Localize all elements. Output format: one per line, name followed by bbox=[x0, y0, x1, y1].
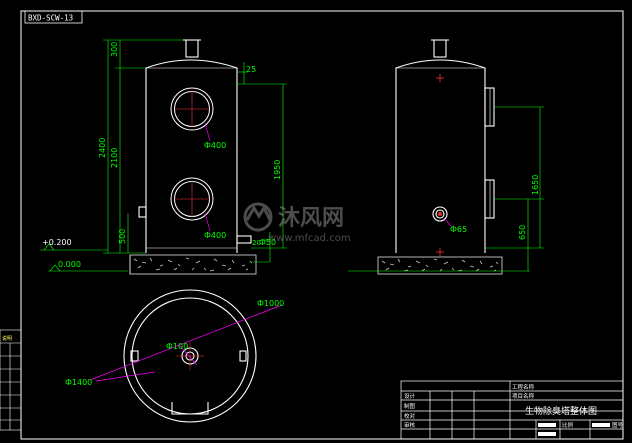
plan-center-lines bbox=[176, 342, 204, 370]
side-dimension-lines bbox=[348, 106, 544, 272]
elevation-ground: 0.000 bbox=[58, 260, 81, 269]
title-block bbox=[400, 380, 624, 440]
plan-leaders bbox=[89, 304, 283, 382]
dim-drain: Ф65 bbox=[450, 225, 467, 234]
dim-bottom-gap: 20 bbox=[252, 239, 261, 247]
dim-plan-outer: Ф1400 bbox=[65, 378, 92, 387]
title-block-label-check: 校对 bbox=[404, 412, 416, 420]
dim-lower-span: 650 bbox=[518, 225, 527, 240]
side-view: 1650 650 Ф65 bbox=[348, 39, 544, 275]
title-block-label-project: 工程名称 bbox=[512, 383, 535, 391]
elevation-marks bbox=[40, 243, 128, 272]
drawing-title: 生物除臭塔整体图 bbox=[525, 405, 597, 417]
watermark-url: www.mfcad.com bbox=[268, 233, 351, 244]
dim-port-upper: Ф400 bbox=[204, 141, 226, 150]
dim-bottom-pipe: Ф50 bbox=[259, 238, 276, 247]
dim-plan-inner: Ф1000 bbox=[257, 299, 284, 308]
side-center-marks bbox=[436, 74, 444, 256]
dim-lower: 500 bbox=[118, 229, 127, 244]
dim-shell-height: 2100 bbox=[110, 148, 119, 168]
watermark-title: 沐风网 bbox=[278, 206, 344, 231]
front-foundation bbox=[129, 254, 257, 275]
front-vessel-outline bbox=[138, 39, 252, 253]
drawing-frame bbox=[20, 10, 624, 440]
title-block-label-design: 设计 bbox=[404, 392, 416, 400]
left-strip bbox=[0, 329, 22, 431]
dim-top-nozzle: 300 bbox=[110, 42, 119, 57]
side-vessel-outline bbox=[395, 39, 495, 253]
elevation-top: +0.200 bbox=[42, 238, 72, 247]
side-foundation bbox=[377, 256, 503, 275]
dim-port-spacing: 1950 bbox=[273, 160, 282, 180]
front-leaders bbox=[204, 122, 211, 232]
title-block-label-review: 审核 bbox=[404, 421, 416, 429]
title-block-label-scale: 比例 bbox=[562, 421, 574, 429]
dim-port-lower: Ф400 bbox=[204, 231, 226, 240]
drawing-code: BXD-SCW-13 bbox=[28, 14, 73, 23]
front-view: 300 2400 2100 500 1950 25 Ф400 Ф400 20 Ф… bbox=[40, 39, 287, 275]
watermark: 沐风网 www.mfcad.com bbox=[243, 202, 351, 244]
dim-head-offset: 25 bbox=[246, 65, 256, 74]
title-block-fills bbox=[538, 423, 610, 436]
title-block-label-draw: 制图 bbox=[404, 402, 416, 410]
dim-plan-center: Ф100 bbox=[166, 342, 188, 351]
title-block-label-item: 项目名称 bbox=[512, 392, 535, 400]
dim-upper-span: 1650 bbox=[531, 175, 540, 195]
watermark-logo-icon bbox=[243, 202, 273, 232]
front-center-marks bbox=[174, 91, 210, 217]
left-strip-label: 说明 bbox=[2, 335, 12, 342]
side-leader bbox=[444, 218, 453, 228]
dim-total-height: 2400 bbox=[98, 138, 107, 158]
plan-view: Ф1000 Ф100 Ф1400 bbox=[65, 289, 284, 423]
front-dimension-lines bbox=[103, 39, 287, 263]
title-block-label-sheet: 图号 bbox=[612, 421, 624, 429]
